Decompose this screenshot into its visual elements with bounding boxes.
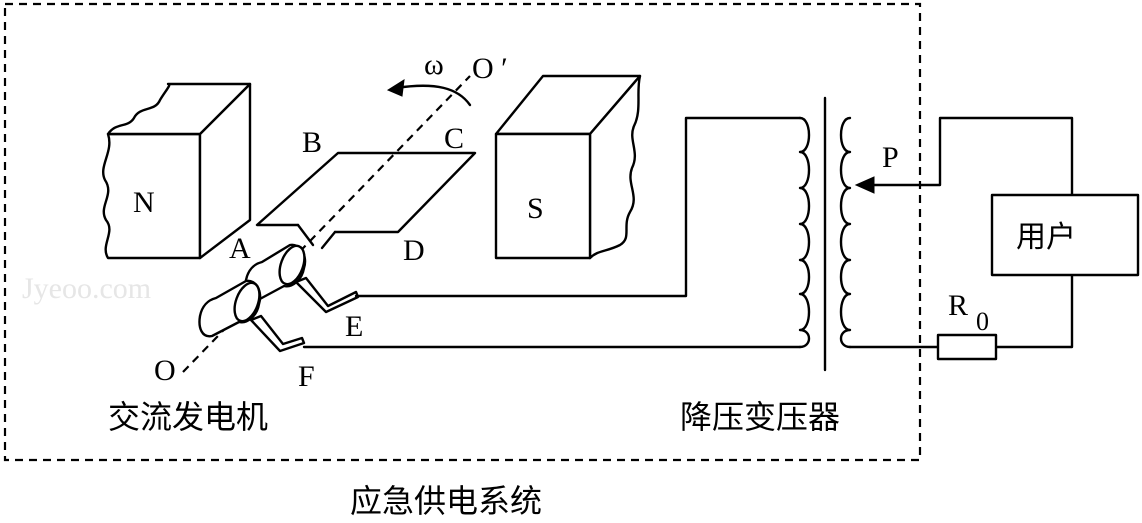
label-s: S bbox=[527, 192, 544, 225]
brush-f bbox=[249, 314, 306, 353]
secondary-coil bbox=[839, 116, 852, 349]
user-box bbox=[990, 193, 1140, 277]
label-axis-bottom: O bbox=[154, 354, 176, 387]
label-user: 用户 bbox=[1016, 220, 1076, 255]
caption-system: 应急供电系统 bbox=[350, 482, 542, 520]
label-axis-top: O ′ bbox=[472, 52, 508, 85]
slip-ring-e bbox=[244, 243, 307, 302]
rotation-arrow bbox=[386, 79, 472, 107]
label-d: D bbox=[403, 234, 425, 267]
system-boundary bbox=[3, 2, 922, 462]
label-r: R bbox=[948, 289, 968, 322]
brush-e bbox=[294, 276, 360, 314]
label-b: B bbox=[302, 126, 322, 159]
resistor-r0 bbox=[936, 333, 998, 361]
slip-ring-f bbox=[198, 279, 262, 338]
caption-transformer: 降压变压器 bbox=[680, 398, 840, 436]
magnet-s: S bbox=[494, 74, 642, 260]
wire-secondary-bottom bbox=[848, 273, 1074, 349]
label-n: N bbox=[133, 186, 155, 219]
caption-generator: 交流发电机 bbox=[108, 398, 268, 436]
wire-e bbox=[354, 116, 802, 298]
label-e: E bbox=[345, 310, 363, 343]
magnet-n: N bbox=[102, 82, 252, 260]
label-r-sub: 0 bbox=[976, 307, 989, 336]
label-f: F bbox=[298, 360, 315, 393]
label-omega: ω bbox=[424, 48, 444, 81]
label-p: P bbox=[882, 141, 899, 174]
label-a: A bbox=[229, 232, 251, 265]
primary-coil bbox=[798, 116, 811, 349]
rotation-axis bbox=[182, 75, 471, 373]
coil-abcd bbox=[255, 151, 477, 250]
slider-p: P bbox=[854, 116, 1074, 197]
watermark: Jyeoo.com bbox=[22, 272, 151, 305]
label-c: C bbox=[444, 122, 464, 155]
